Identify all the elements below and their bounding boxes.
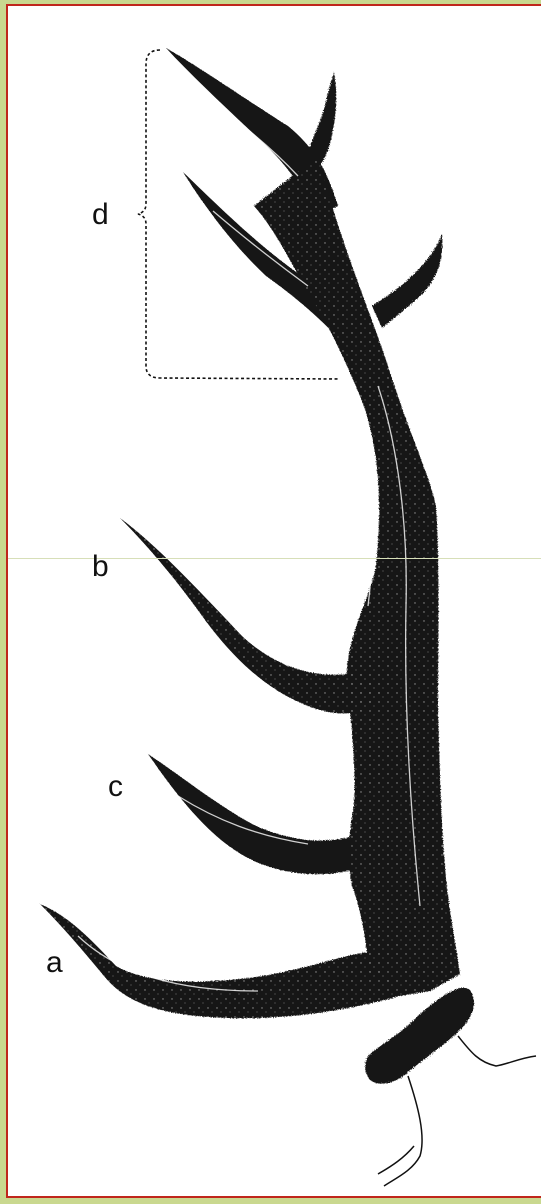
label-a: a (46, 948, 63, 978)
tine-right (372, 234, 442, 328)
tine-top-short (306, 72, 336, 166)
tine-c (148, 754, 360, 874)
root-right (458, 1036, 536, 1066)
label-c: c (108, 772, 123, 802)
horizontal-rule (8, 558, 541, 559)
antler-illustration (8, 6, 541, 1198)
figure-frame: d b c a (6, 4, 541, 1198)
root-bottom (384, 1076, 422, 1186)
label-d: d (92, 200, 109, 230)
burr (365, 988, 474, 1084)
label-b: b (92, 552, 109, 582)
